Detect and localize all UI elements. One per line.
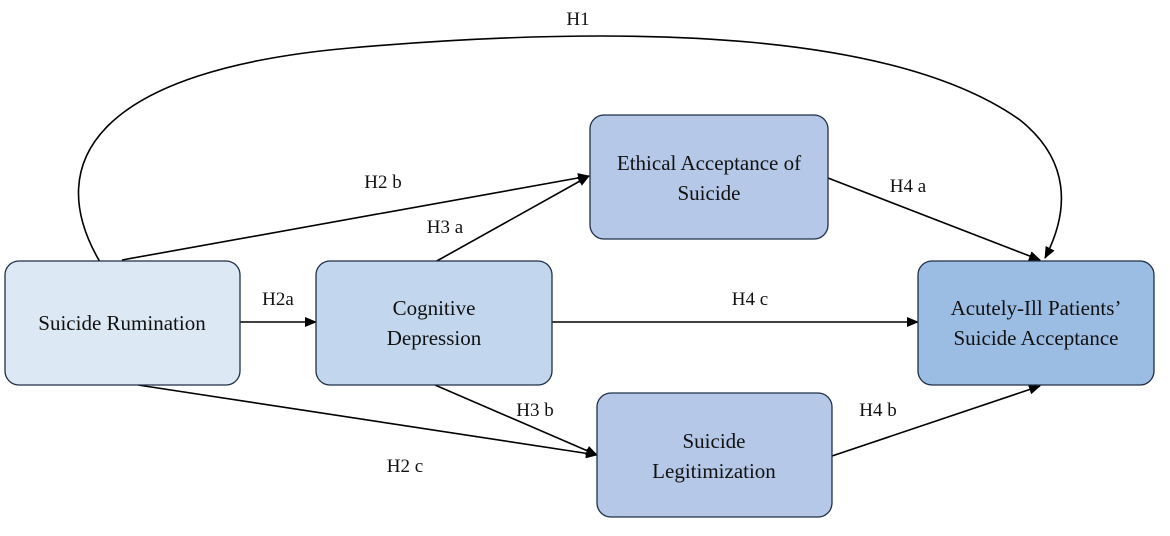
- node-cognitive-depression-line1: Cognitive: [393, 296, 476, 320]
- node-suicide-rumination-label: Suicide Rumination: [38, 311, 206, 335]
- edge-label-h2b: H2 b: [364, 172, 401, 193]
- edge-label-h4c: H4 c: [732, 289, 768, 310]
- edge-label-h4a: H4 a: [890, 176, 927, 197]
- node-suicide-legitimization: Suicide Legitimization: [596, 392, 833, 518]
- node-suicide-legitimization-line1: Suicide: [683, 429, 746, 453]
- node-ethical-acceptance-line1: Ethical Acceptance of: [617, 151, 801, 175]
- edge-label-h3b: H3 b: [516, 400, 553, 421]
- edge-label-h2c: H2 c: [387, 456, 423, 477]
- edge-h4b-arrow: [831, 384, 1041, 457]
- edge-h4a-arrow: [827, 177, 1041, 261]
- node-ethical-acceptance: Ethical Acceptance of Suicide: [589, 114, 829, 240]
- node-cognitive-depression: Cognitive Depression: [315, 260, 553, 386]
- edge-h2b-arrow: [121, 173, 590, 261]
- edge-h3a-arrow: [434, 175, 590, 263]
- edge-label-h4b: H4 b: [859, 400, 896, 421]
- edge-label-h2a: H2a: [262, 289, 294, 310]
- edge-h3b-arrow: [434, 384, 598, 456]
- node-suicide-legitimization-line2: Legitimization: [652, 459, 776, 483]
- edge-label-h3a: H3 a: [427, 217, 464, 238]
- edge-h1-arrow: [77, 35, 1063, 263]
- node-ethical-acceptance-line2: Suicide: [678, 181, 741, 205]
- edge-h2c-arrow: [137, 384, 598, 459]
- node-acutely-ill-line2: Suicide Acceptance: [953, 326, 1118, 350]
- edge-label-h1: H1: [566, 9, 589, 30]
- node-suicide-rumination: Suicide Rumination: [4, 260, 241, 386]
- node-acutely-ill: Acutely-Ill Patients’ Suicide Acceptance: [917, 260, 1155, 386]
- node-cognitive-depression-line2: Depression: [387, 326, 482, 350]
- node-acutely-ill-line1: Acutely-Ill Patients’: [951, 296, 1122, 320]
